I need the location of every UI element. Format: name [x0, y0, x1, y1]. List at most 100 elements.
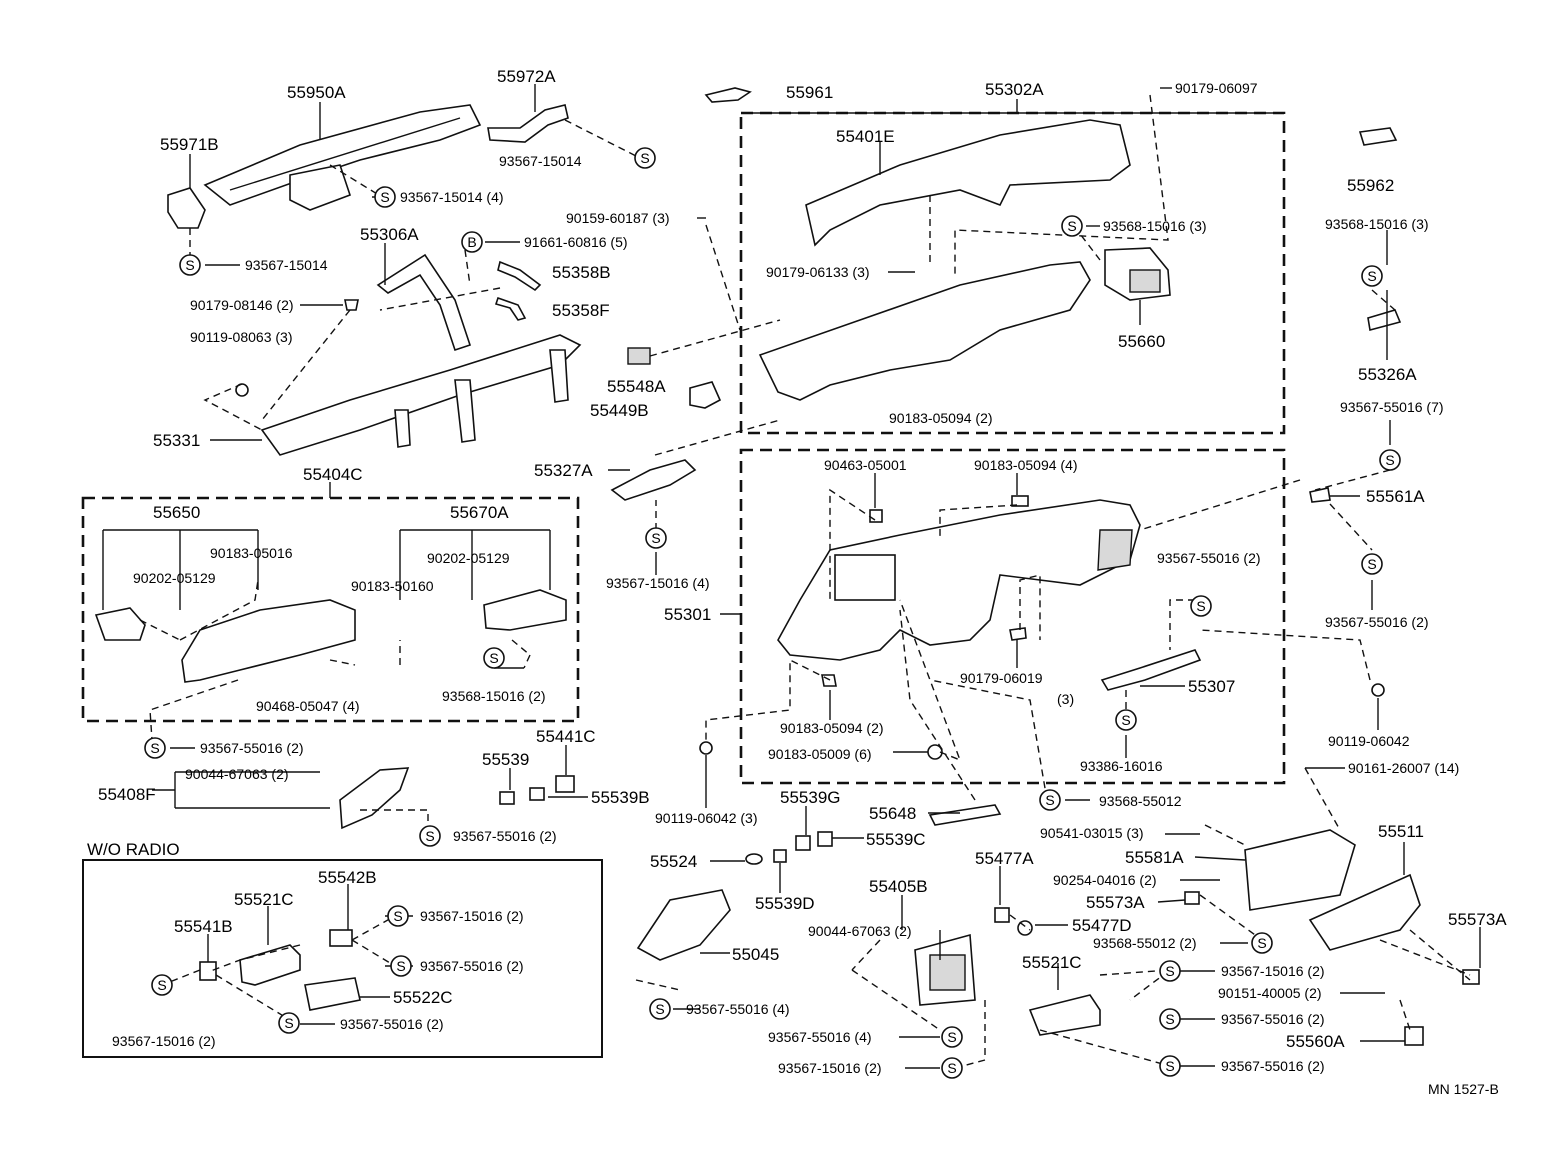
part-55401E-pad	[805, 119, 1131, 247]
label-90202-05129-a: 90202-05129	[133, 570, 216, 586]
svg-text:S: S	[284, 1015, 293, 1031]
label-93568-55012-b: 93568-55012 (2)	[1093, 935, 1197, 951]
label-93567-15016-2d: 93567-15016 (2)	[112, 1033, 216, 1049]
svg-text:S: S	[425, 828, 434, 844]
svg-text:S: S	[947, 1029, 956, 1045]
label-55670A: 55670A	[450, 503, 509, 522]
label-93567-15016-4: 93567-15016 (4)	[606, 575, 710, 591]
label-90183-05094-a: 90183-05094 (2)	[889, 410, 993, 426]
screw-symbol: S	[390, 955, 412, 977]
label-55539: 55539	[482, 750, 529, 769]
label-wo-radio: W/O RADIO	[87, 840, 180, 859]
part-55301-main-panel	[777, 499, 1141, 661]
label-55561A: 55561A	[1366, 487, 1425, 506]
label-93568-55012-a: 93568-55012	[1099, 793, 1182, 809]
label-55539G: 55539G	[780, 788, 841, 807]
label-55408F: 55408F	[98, 785, 156, 804]
label-55521C-b: 55521C	[234, 890, 294, 909]
part-55358B-strip	[497, 260, 542, 292]
label-55542B: 55542B	[318, 868, 377, 887]
label-55404C: 55404C	[303, 465, 363, 484]
part-55521C-bracket-left	[239, 944, 301, 986]
svg-text:S: S	[489, 650, 498, 666]
label-90541-03015: 90541-03015 (3)	[1040, 825, 1144, 841]
label-55358B: 55358B	[552, 263, 611, 282]
diagram-code: MN 1527-B	[1428, 1081, 1499, 1097]
label-55401E: 55401E	[836, 127, 895, 146]
screw-symbol: S	[387, 905, 409, 927]
svg-text:S: S	[640, 150, 649, 166]
label-93567-55016-e: 93567-55016 (2)	[1221, 1011, 1325, 1027]
label-93568-15016-c: 93568-15016 (2)	[442, 688, 546, 704]
label-55441C: 55441C	[536, 727, 596, 746]
label-90119-06042-b: 90119-06042	[1328, 733, 1410, 749]
label-55950A: 55950A	[287, 83, 346, 102]
label-90468-05047: 90468-05047 (4)	[256, 698, 360, 714]
screw-symbol: S	[1361, 265, 1383, 287]
part-55441C-clip	[555, 775, 575, 793]
label-55539D: 55539D	[755, 894, 815, 913]
part-90119-06042-bolt-b	[1371, 683, 1385, 697]
label-55522C: 55522C	[393, 988, 453, 1007]
label-90183-05016: 90183-05016	[210, 545, 293, 561]
group-box-55301	[739, 448, 1286, 785]
part-55539G-clip	[795, 835, 811, 851]
label-90179-06019: 90179-06019	[960, 670, 1043, 686]
label-55405B: 55405B	[869, 877, 928, 896]
label-55972A: 55972A	[497, 67, 556, 86]
symbol-markers: S S S B S S S S S S S S S S S S S S S S …	[144, 147, 1401, 1079]
svg-text:S: S	[1121, 712, 1130, 728]
screw-symbol: S	[1190, 595, 1212, 617]
part-55408F-cover	[339, 767, 410, 830]
label-90179-06133: 90179-06133 (3)	[766, 264, 870, 280]
part-55660-register	[1104, 247, 1171, 301]
label-55971B: 55971B	[160, 135, 219, 154]
label-90044-67063-a: 90044-67063 (2)	[185, 766, 289, 782]
screw-symbol: S	[645, 527, 667, 549]
part-55045-cover	[636, 889, 731, 961]
label-90183-05094-b: 90183-05094 (4)	[974, 457, 1078, 473]
screw-symbol: S	[179, 254, 201, 276]
label-90254-04016: 90254-04016 (2)	[1053, 872, 1157, 888]
part-55962-bracket	[1358, 127, 1398, 146]
label-90179-08146: 90179-08146 (2)	[190, 297, 294, 313]
part-55961-bracket	[704, 87, 752, 103]
label-55045: 55045	[732, 945, 779, 964]
part-55542B-bracket	[329, 929, 353, 947]
svg-text:S: S	[1367, 556, 1376, 572]
part-55581A-glovebox-housing	[1244, 829, 1356, 911]
label-93567-15014-b: 93567-15014	[245, 257, 328, 273]
label-55961: 55961	[786, 83, 833, 102]
svg-text:S: S	[1165, 1058, 1174, 1074]
part-55522C-plate	[304, 977, 361, 1011]
bolt-symbol: B	[461, 231, 483, 253]
screw-symbol: S	[1039, 789, 1061, 811]
part-55648-strip	[928, 804, 1002, 826]
screw-symbol: S	[1061, 215, 1083, 237]
part-55326A-bracket	[1367, 309, 1402, 331]
label-93568-15016-a: 93568-15016 (3)	[1103, 218, 1207, 234]
label-90119-08063: 90119-08063 (3)	[190, 329, 292, 345]
screw-symbol: S	[278, 1012, 300, 1034]
label-93567-55016-4a: 93567-55016 (4)	[686, 1001, 790, 1017]
label-55648: 55648	[869, 804, 916, 823]
screw-symbol: S	[151, 974, 173, 996]
label-93567-15014-a: 93567-15014	[499, 153, 582, 169]
part-55573A-stopper-b	[1462, 969, 1480, 985]
part-90179-06019-clip	[1009, 627, 1027, 641]
screw-symbol: S	[419, 825, 441, 847]
label-55524: 55524	[650, 852, 697, 871]
screw-symbol: S	[941, 1057, 963, 1079]
label-55539B: 55539B	[591, 788, 650, 807]
part-55521C-bracket-right	[1028, 994, 1101, 1036]
label-93567-55016-a: 93567-55016 (2)	[200, 740, 304, 756]
label-55511: 55511	[1378, 822, 1424, 841]
label-93567-15016-2c: 93567-15016 (2)	[420, 908, 524, 924]
label-90179-06097: 90179-06097	[1175, 80, 1258, 96]
screw-symbol: S	[1379, 449, 1401, 471]
svg-text:S: S	[157, 977, 166, 993]
part-55306A-brace	[376, 253, 472, 352]
part-55331-reinforcement	[260, 334, 582, 456]
label-55962: 55962	[1347, 176, 1394, 195]
screw-symbol: S	[483, 647, 505, 669]
